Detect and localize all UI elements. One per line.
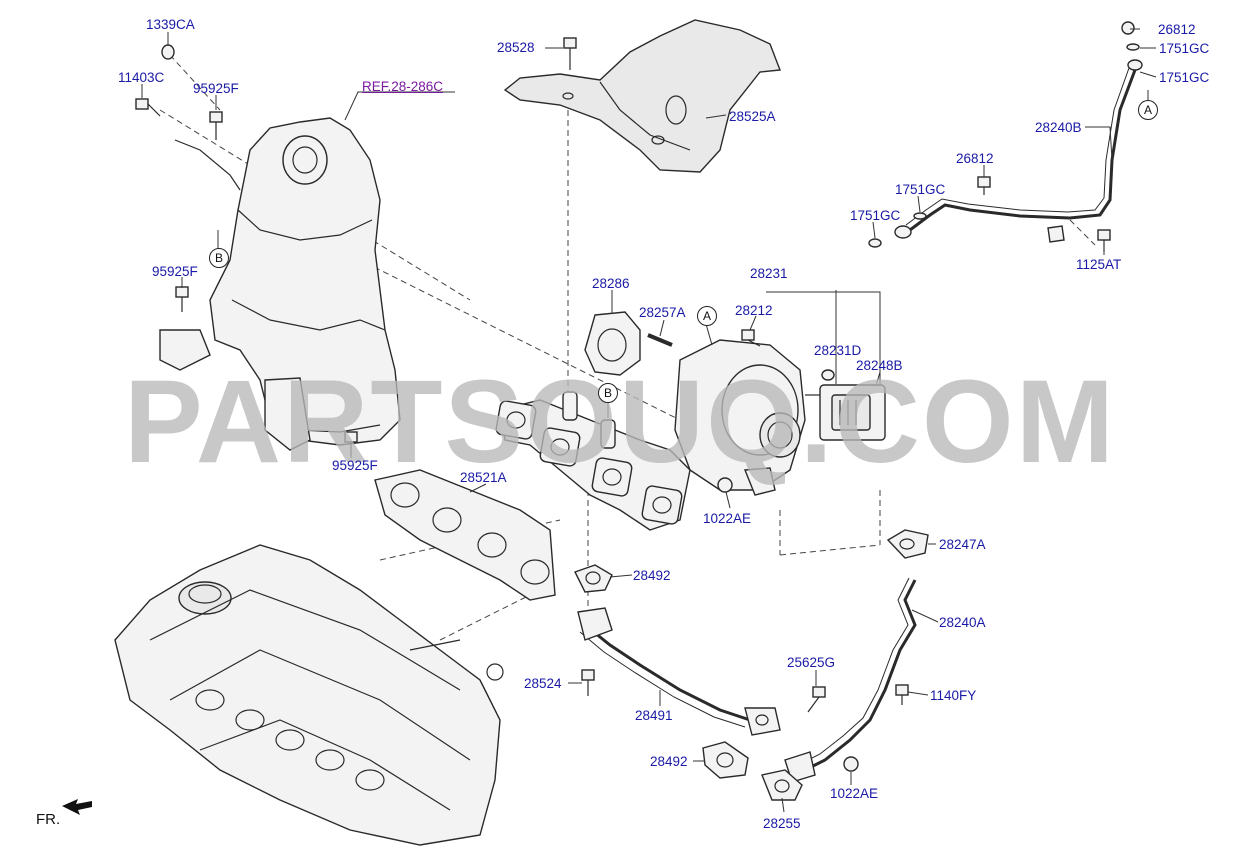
label-1751gc-mid[interactable]: 1751GC xyxy=(895,182,946,197)
front-arrow-icon xyxy=(62,799,92,815)
label-ref-28-286c[interactable]: REF.28-286C xyxy=(362,79,444,94)
label-28255[interactable]: 28255 xyxy=(763,816,801,831)
label-1751gc-upper[interactable]: 1751GC xyxy=(1159,70,1210,85)
marker-a-mid: A xyxy=(697,306,717,326)
label-26812-top[interactable]: 26812 xyxy=(1158,22,1196,37)
label-1022ae-upper[interactable]: 1022AE xyxy=(703,511,752,526)
heat-shield-part xyxy=(503,19,781,173)
label-11403c[interactable]: 11403C xyxy=(118,70,165,85)
label-25625g[interactable]: 25625G xyxy=(787,655,836,670)
gasket-28286-part xyxy=(584,311,641,376)
manifold-gasket-part xyxy=(374,469,556,601)
label-95925f-mid[interactable]: 95925F xyxy=(152,264,198,279)
label-1022ae-lower[interactable]: 1022AE xyxy=(830,786,879,801)
catalytic-converter-part xyxy=(159,117,401,451)
bolts-and-washers xyxy=(135,21,1140,772)
label-28525a[interactable]: 28525A xyxy=(729,109,776,124)
marker-a-top: A xyxy=(1138,100,1158,120)
label-95925f-bottom[interactable]: 95925F xyxy=(332,458,378,473)
label-28212[interactable]: 28212 xyxy=(735,303,773,318)
label-1751gc-left[interactable]: 1751GC xyxy=(850,208,901,223)
label-28492-lower[interactable]: 28492 xyxy=(650,754,688,769)
engine-block-part xyxy=(114,544,504,846)
label-28248b[interactable]: 28248B xyxy=(856,358,903,373)
label-95925f-top[interactable]: 95925F xyxy=(193,81,239,96)
leader-lines xyxy=(141,28,1157,813)
label-28240a[interactable]: 28240A xyxy=(939,615,986,630)
label-1125at[interactable]: 1125AT xyxy=(1076,257,1122,272)
label-28257a[interactable]: 28257A xyxy=(639,305,686,320)
coolant-pipe-part xyxy=(577,607,781,736)
exhaust-manifold-part xyxy=(495,391,691,531)
turbocharger-part xyxy=(674,339,886,496)
label-28524[interactable]: 28524 xyxy=(524,676,562,691)
front-indicator-label: FR. xyxy=(36,811,61,828)
label-28492-upper[interactable]: 28492 xyxy=(633,568,671,583)
label-26812-mid[interactable]: 26812 xyxy=(956,151,994,166)
label-28240b[interactable]: 28240B xyxy=(1035,120,1082,135)
label-28231[interactable]: 28231 xyxy=(750,266,788,281)
label-1140fy[interactable]: 1140FY xyxy=(930,688,977,703)
oil-return-pipe-part xyxy=(784,577,917,783)
label-1339ca[interactable]: 1339CA xyxy=(146,17,195,32)
marker-b-left: B xyxy=(209,248,229,268)
label-28528[interactable]: 28528 xyxy=(497,40,535,55)
watermark-text: PARTSOUQ.COM xyxy=(123,356,1117,488)
small-gaskets xyxy=(574,529,929,801)
label-28521a[interactable]: 28521A xyxy=(460,470,507,485)
label-1751gc-top[interactable]: 1751GC xyxy=(1159,41,1210,56)
label-28247a[interactable]: 28247A xyxy=(939,537,986,552)
label-28491[interactable]: 28491 xyxy=(635,708,673,723)
label-28231d[interactable]: 28231D xyxy=(814,343,862,358)
oil-feed-pipe-part xyxy=(894,59,1143,243)
marker-b-mid: B xyxy=(598,383,618,403)
label-28286[interactable]: 28286 xyxy=(592,276,630,291)
